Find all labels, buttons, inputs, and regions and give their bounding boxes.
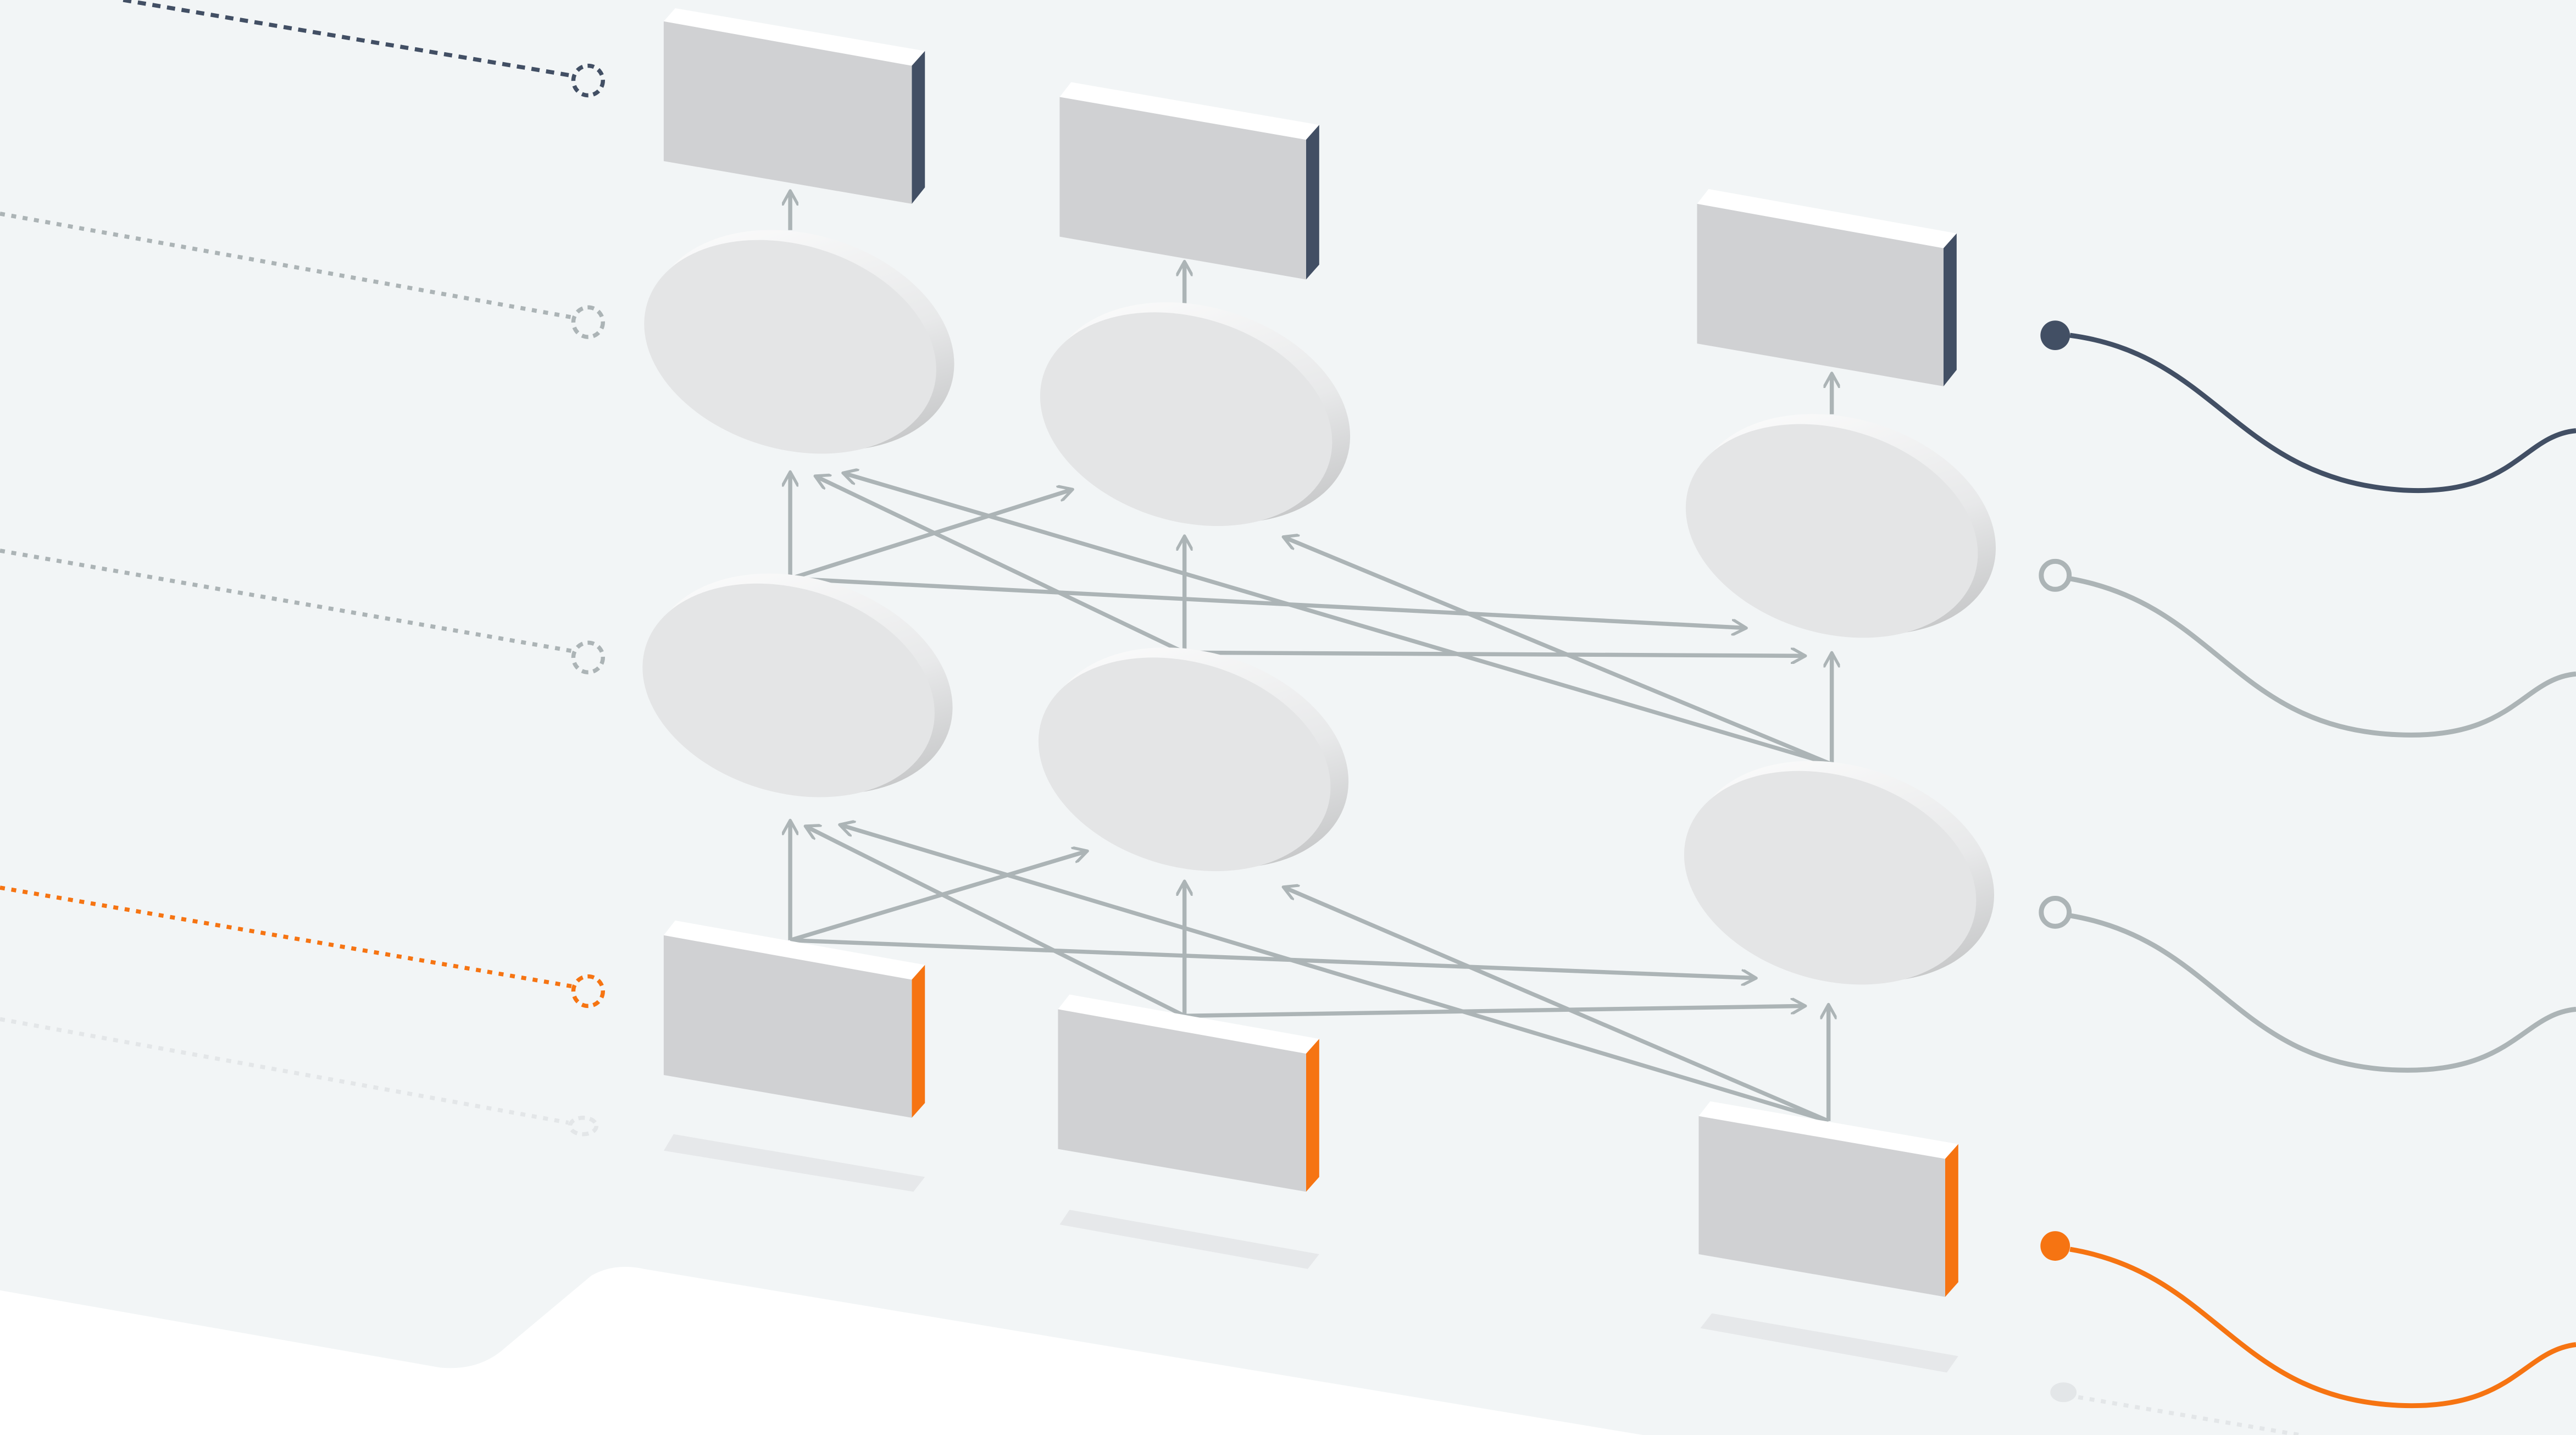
output-box (1697, 189, 1957, 386)
connection (1184, 1006, 1804, 1018)
connection (841, 825, 1829, 1123)
right-curve-4 (2069, 1246, 2576, 1409)
connection (789, 490, 1071, 581)
connection (790, 851, 1086, 943)
right-marker-2-icon (2039, 558, 2072, 592)
right-marker-3-icon (2039, 896, 2072, 929)
connection (790, 938, 1755, 978)
left-markers (0, 0, 605, 1137)
output-layer (663, 8, 1957, 386)
connection (1184, 652, 1804, 656)
left-line-4 (0, 885, 573, 989)
hidden-node (644, 230, 954, 454)
right-curve-3 (2069, 913, 2576, 1073)
input-box (1058, 994, 1319, 1192)
left-marker-1-icon (571, 63, 605, 98)
input-layer (663, 920, 1958, 1373)
hidden-layer-2 (644, 230, 1996, 638)
hidden-node (1038, 647, 1349, 872)
left-marker-2-icon (571, 305, 605, 339)
right-line-5 (2078, 1395, 2301, 1435)
right-marker-4-icon (2040, 1231, 2070, 1261)
output-box (663, 8, 925, 204)
left-line-1 (123, 0, 573, 78)
connections (789, 192, 1833, 1123)
right-marker-1-icon (2040, 320, 2070, 351)
connection (817, 477, 1186, 655)
right-marker-5-icon (2050, 1382, 2077, 1403)
right-curve-1 (2069, 333, 2576, 494)
hidden-node (1685, 414, 1996, 638)
left-marker-5-icon (568, 1116, 599, 1137)
input-shadow (663, 1134, 1958, 1373)
connection (790, 577, 1745, 628)
left-line-2 (0, 212, 573, 319)
left-line-3 (0, 548, 573, 653)
right-curve-2 (2069, 576, 2576, 738)
hidden-node (1040, 302, 1351, 527)
connection (807, 827, 1186, 1018)
input-box (1698, 1101, 1958, 1297)
input-box (663, 920, 925, 1118)
connection (1285, 888, 1830, 1123)
hidden-layer-1 (642, 573, 1995, 985)
left-marker-4-icon (571, 974, 605, 1009)
output-box (1059, 82, 1319, 280)
left-marker-3-icon (571, 640, 605, 674)
connection (1285, 538, 1833, 767)
right-markers (2039, 320, 2576, 1435)
hidden-node (642, 573, 953, 797)
hidden-node (1684, 761, 1995, 985)
connection (845, 473, 1833, 767)
left-line-5 (0, 1017, 569, 1125)
